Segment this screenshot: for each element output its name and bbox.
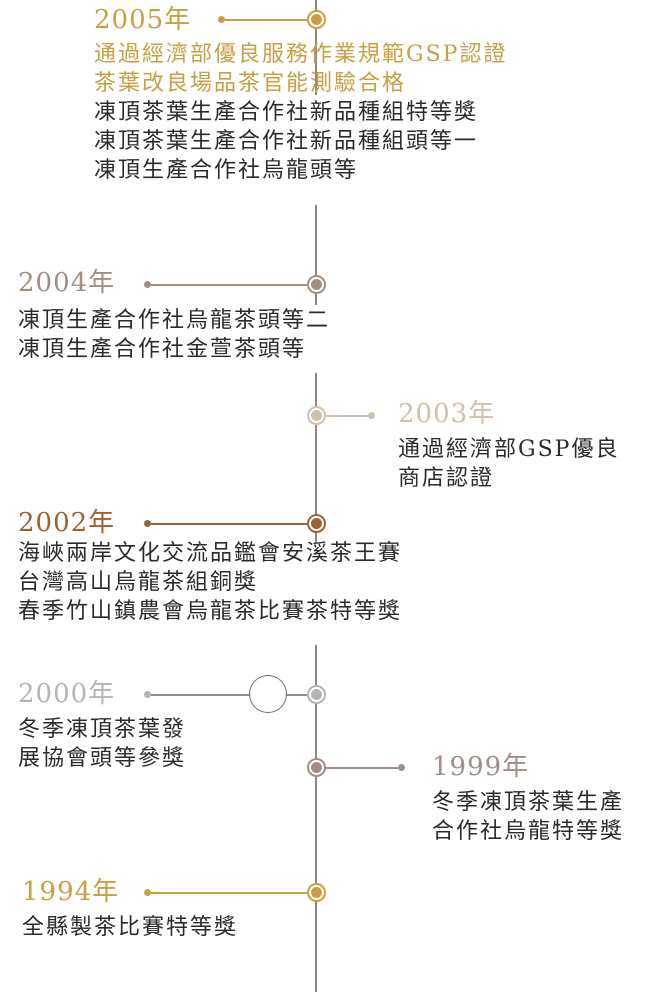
timeline-node-2000 (307, 685, 326, 704)
entry-line: 合作社烏龍特等獎 (432, 819, 625, 844)
year-2003: 2003年 (398, 399, 496, 429)
entry-line: 通過經濟部優良服務作業規範GSP認證 (94, 42, 508, 67)
timeline-axis (315, 0, 317, 95)
connector-line (151, 892, 307, 894)
entry-line: 全縣製茶比賽特等獎 (22, 915, 239, 940)
connector-line (326, 415, 368, 417)
entry-line: 商店認證 (398, 466, 495, 491)
entry-line: 凍頂生產合作社金萱茶頭等 (18, 337, 307, 362)
year-1994: 1994年 (22, 877, 120, 907)
entry-line: 通過經濟部GSP優良 (398, 437, 620, 462)
entry-2004: 凍頂生產合作社烏龍茶頭等二 凍頂生產合作社金萱茶頭等 (18, 306, 330, 364)
timeline-node-2002 (307, 514, 326, 533)
connector-dot (144, 520, 151, 527)
timeline-axis (315, 645, 317, 992)
entry-line: 春季竹山鎮農會烏龍茶比賽茶特等獎 (18, 599, 403, 624)
connector-dot (398, 764, 405, 771)
connector-dot (144, 889, 151, 896)
timeline-node-2004 (307, 275, 326, 294)
entry-2003: 通過經濟部GSP優良 商店認證 (398, 435, 619, 493)
connector-line (151, 284, 307, 286)
entry-line: 凍頂茶葉生產合作社新品種組特等獎 (94, 100, 479, 125)
timeline-node-1994 (307, 883, 326, 902)
entry-1999: 冬季凍頂茶葉生產 合作社烏龍特等獎 (432, 788, 624, 846)
year-2000: 2000年 (18, 679, 116, 709)
connector-line (326, 767, 398, 769)
marker-circle-icon (249, 675, 287, 713)
entry-line: 冬季凍頂茶葉生產 (432, 790, 625, 815)
entry-line: 台灣高山烏龍茶組銅獎 (18, 570, 259, 595)
connector-dot (144, 281, 151, 288)
year-2005: 2005年 (94, 5, 192, 35)
connector-line (225, 19, 307, 21)
connector-dot (368, 412, 375, 419)
timeline-node-2003 (307, 406, 326, 425)
timeline-node-2005 (307, 10, 326, 29)
connector-line (151, 694, 307, 696)
year-2002: 2002年 (18, 508, 116, 538)
timeline-node-1999 (307, 758, 326, 777)
entry-line: 冬季凍頂茶葉發 (18, 717, 187, 742)
timeline-axis (315, 373, 317, 543)
entry-2000: 冬季凍頂茶葉發 展協會頭等參獎 (18, 715, 186, 773)
year-2004: 2004年 (18, 268, 116, 298)
entry-line: 展協會頭等參獎 (18, 746, 187, 771)
entry-line: 海峽兩岸文化交流品鑑會安溪茶王賽 (18, 541, 403, 566)
timeline-axis (315, 205, 317, 305)
entry-line: 茶葉改良場品茶官能測驗合格 (94, 71, 407, 96)
entry-1994: 全縣製茶比賽特等獎 (22, 913, 238, 942)
entry-line: 凍頂生產合作社烏龍茶頭等二 (18, 308, 331, 333)
year-1999: 1999年 (432, 752, 530, 782)
entry-2002: 海峽兩岸文化交流品鑑會安溪茶王賽 台灣高山烏龍茶組銅獎 春季竹山鎮農會烏龍茶比賽… (18, 539, 402, 626)
entry-line: 凍頂茶葉生產合作社新品種組頭等一 (94, 129, 479, 154)
connector-line (151, 523, 307, 525)
entry-line: 凍頂生產合作社烏龍頭等 (94, 158, 359, 183)
connector-dot (218, 16, 225, 23)
connector-dot (144, 691, 151, 698)
entry-2005: 通過經濟部優良服務作業規範GSP認證 茶葉改良場品茶官能測驗合格 凍頂茶葉生產合… (94, 40, 507, 185)
